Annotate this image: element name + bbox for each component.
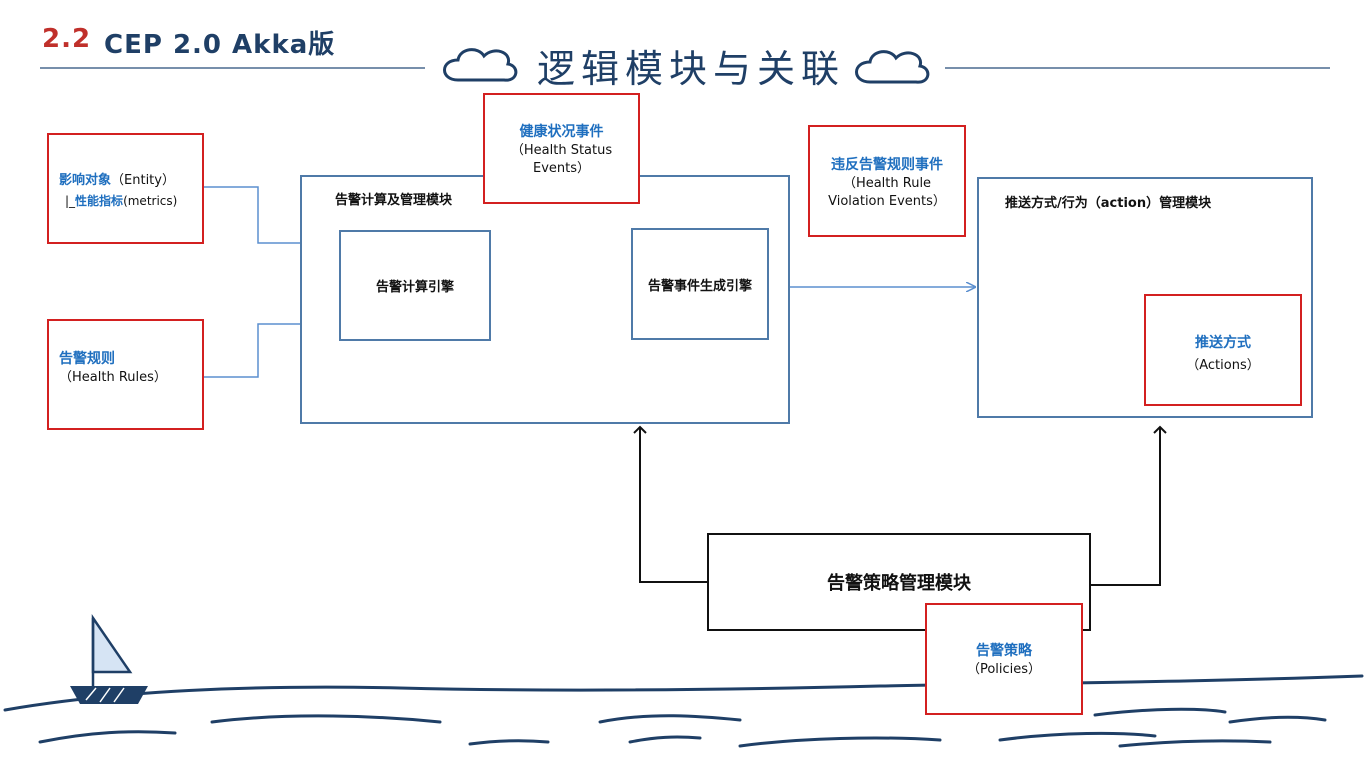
violation-line2: （Health Rule xyxy=(842,176,932,191)
entity-box: 影响对象（Entity） |_性能指标(metrics) xyxy=(47,133,204,244)
policy-to-alarm-connector xyxy=(633,425,708,583)
policies-subtitle: （Policies） xyxy=(966,662,1042,677)
section-title: CEP 2.0 Akka版 xyxy=(104,30,336,60)
rules-title: 告警规则 xyxy=(59,351,115,367)
actions-title: 推送方式 xyxy=(1195,335,1251,351)
entity-sub-en: (metrics) xyxy=(123,194,178,208)
section-number: 2.2 xyxy=(42,24,92,54)
entity-sub-title: 性能指标 xyxy=(75,194,124,208)
health-rules-box: 告警规则 （Health Rules） xyxy=(47,319,204,430)
entity-title-en: （Entity） xyxy=(111,173,175,188)
violation-events-box: 违反告警规则事件 （Health Rule Violation Events） xyxy=(808,125,966,237)
health-events-title: 健康状况事件 xyxy=(519,124,604,140)
rules-subtitle: （Health Rules） xyxy=(59,370,167,385)
cloud-left-icon xyxy=(443,48,518,82)
cloud-right-icon xyxy=(855,50,930,84)
rules-connector xyxy=(204,324,335,378)
entity-sub-prefix: |_ xyxy=(65,194,76,208)
violation-title: 违反告警规则事件 xyxy=(831,157,943,173)
waves-decoration xyxy=(3,674,1364,748)
health-status-events-box: 健康状况事件 （Health Status Events） xyxy=(483,93,640,204)
push-module-title: 推送方式/行为（action）管理模块 xyxy=(1005,196,1212,211)
policies-title: 告警策略 xyxy=(976,643,1032,659)
alarm-module-title: 告警计算及管理模块 xyxy=(335,193,453,208)
event-engine-label: 告警事件生成引擎 xyxy=(647,278,752,294)
actions-subtitle: （Actions） xyxy=(1186,358,1260,373)
page-title: 逻辑模块与关联 xyxy=(537,47,846,91)
actions-box: 推送方式 （Actions） xyxy=(1144,294,1302,406)
alarm-calc-engine: 告警计算引擎 xyxy=(339,230,491,341)
health-events-line3: Events） xyxy=(532,161,590,176)
policy-to-push-connector xyxy=(1091,425,1167,586)
entity-title: 影响对象 xyxy=(59,173,112,188)
alarm-event-engine: 告警事件生成引擎 xyxy=(631,228,769,340)
sailboat-icon xyxy=(70,613,148,704)
violation-line3: Violation Events） xyxy=(828,194,946,209)
alarm-engine-label: 告警计算引擎 xyxy=(375,280,454,295)
health-events-line2: （Health Status xyxy=(510,143,613,158)
policies-box: 告警策略 （Policies） xyxy=(925,603,1083,715)
entity-connector xyxy=(204,186,335,243)
policy-module-title: 告警策略管理模块 xyxy=(827,573,971,594)
